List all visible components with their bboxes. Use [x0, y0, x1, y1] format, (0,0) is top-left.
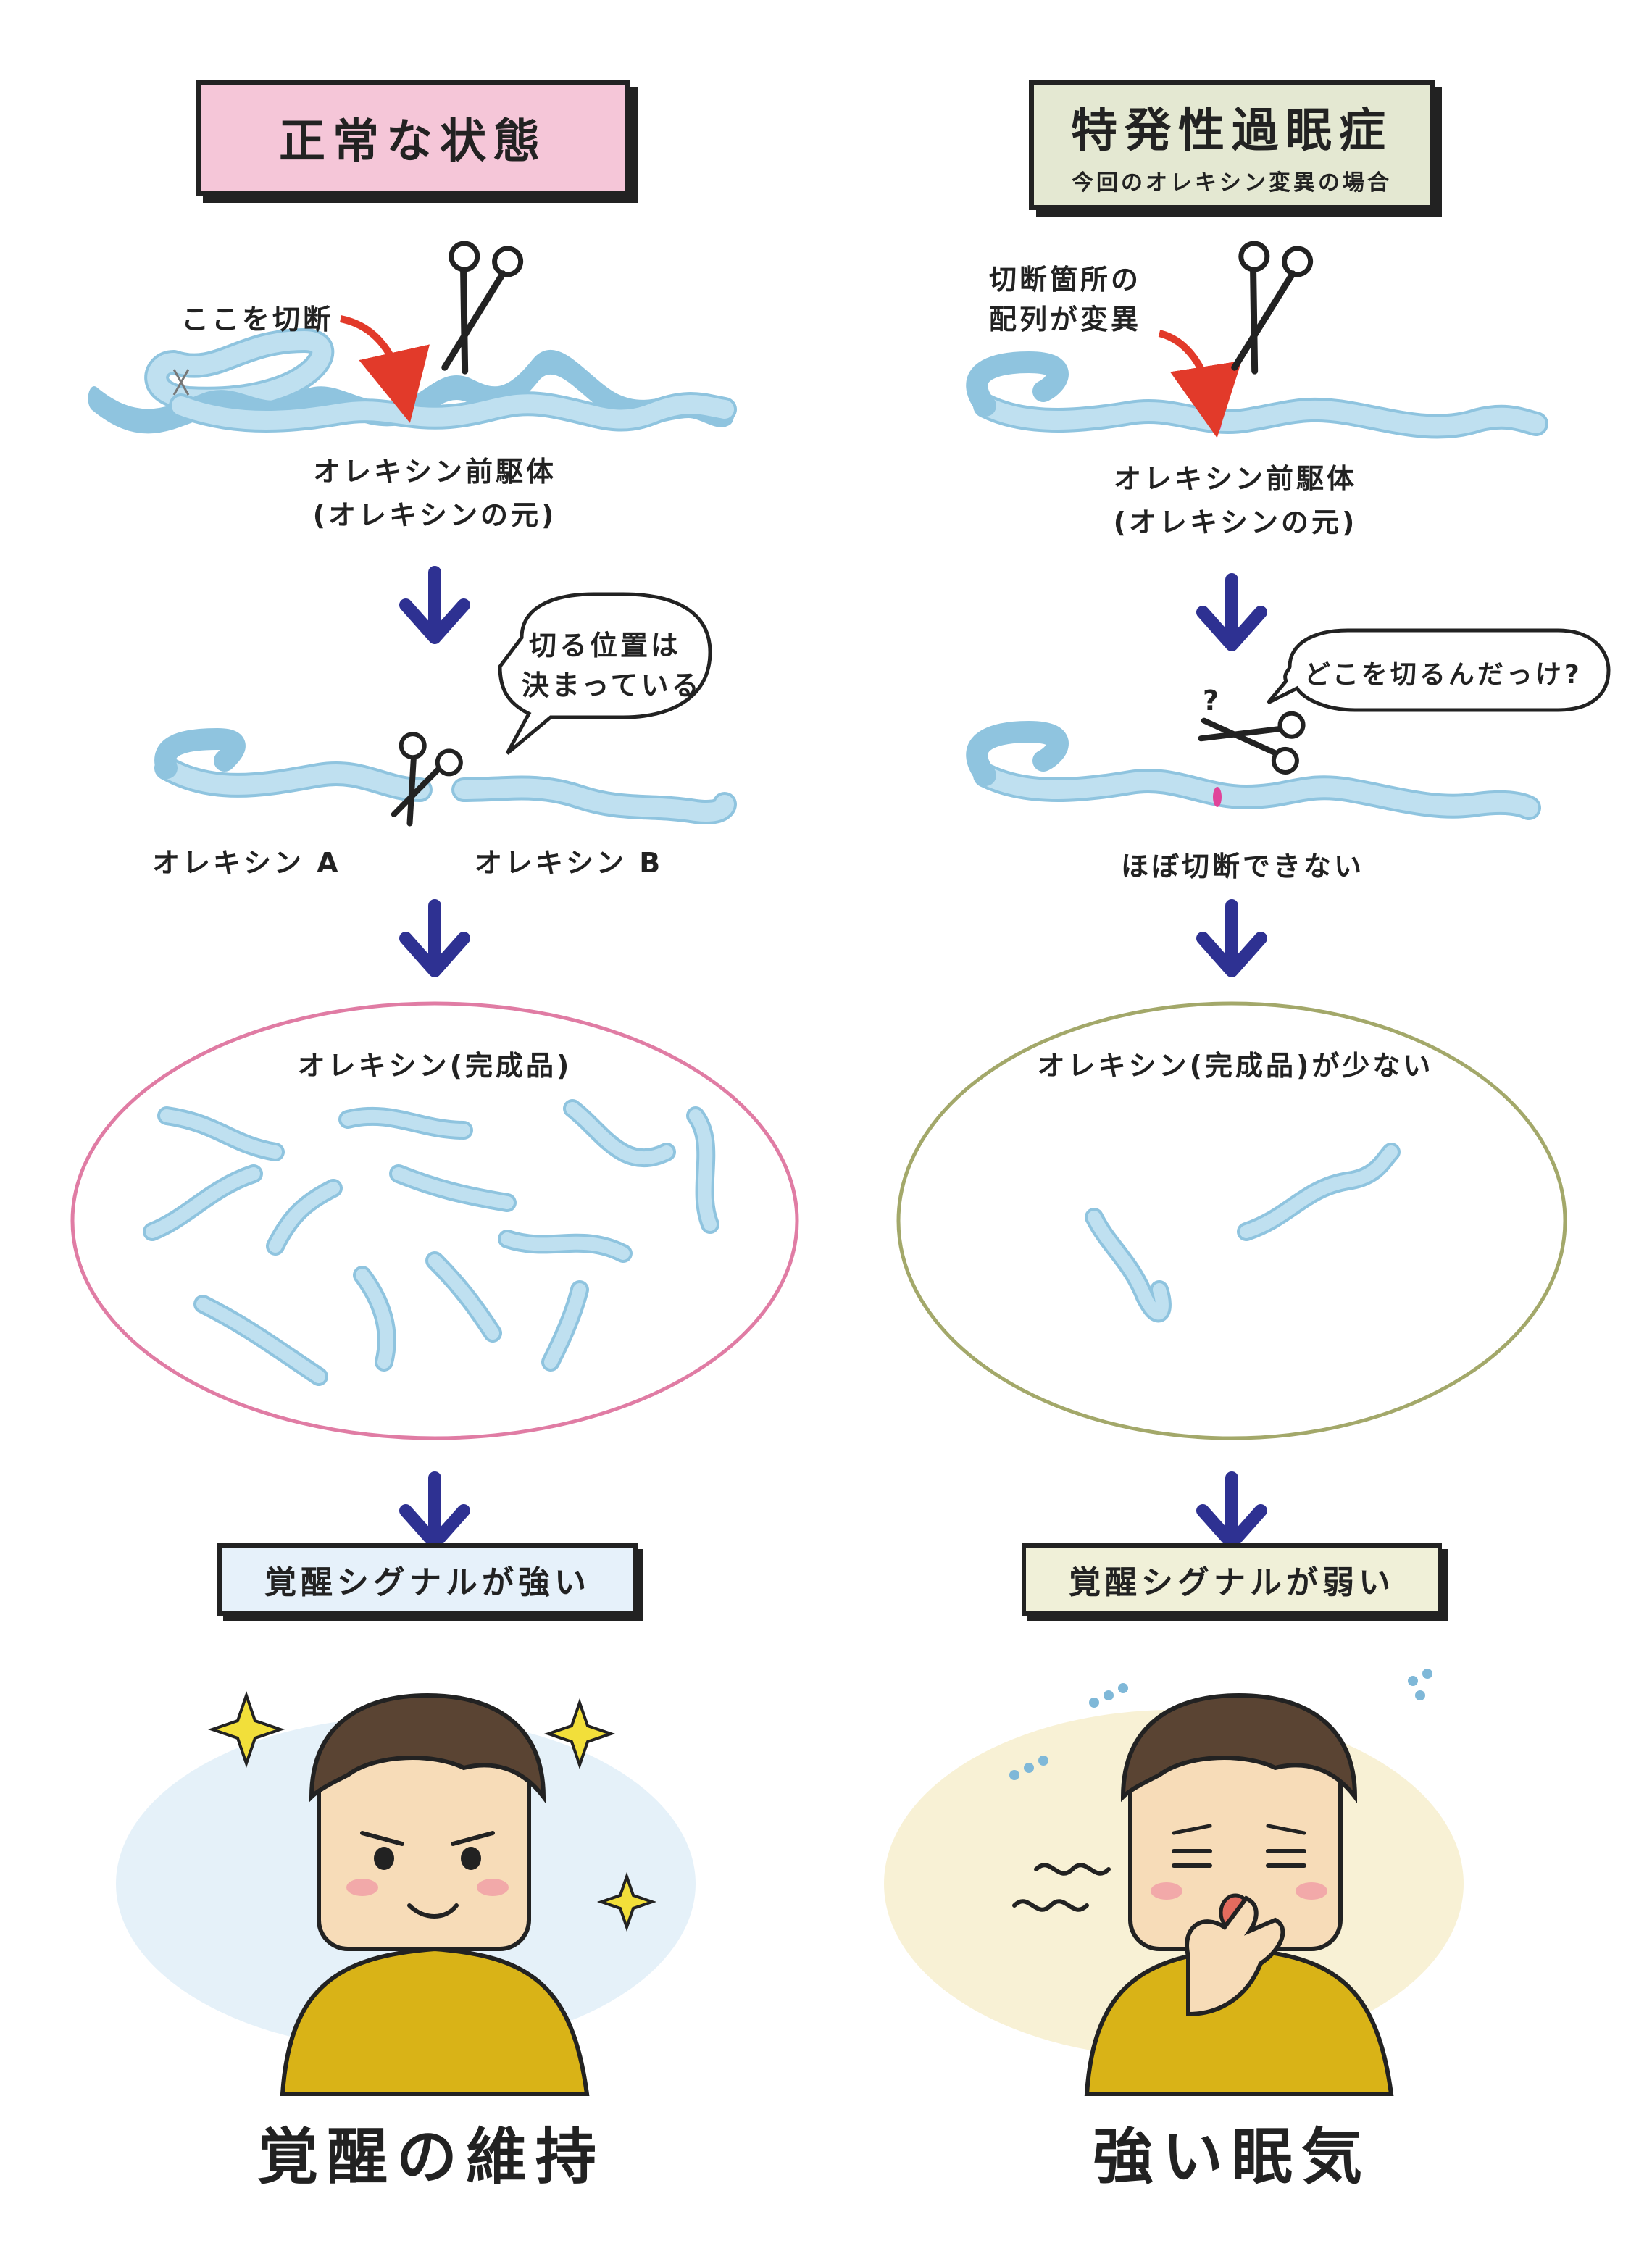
result-left: 覚醒の維持	[256, 2121, 606, 2192]
mutation-site-top	[1213, 412, 1222, 432]
precursor-label-right-1: オレキシン前駆体	[1113, 463, 1358, 495]
awake-boy-illustration	[116, 1692, 696, 2096]
precursor-label-left-2: (オレキシンの元)	[312, 499, 557, 531]
orexin-fragments-right	[1085, 1143, 1401, 1323]
bubble-text-left-1: 切る位置は	[529, 630, 682, 661]
speech-bubble-left	[498, 592, 712, 755]
finished-orexin-label-left: オレキシン(完成品)	[297, 1050, 572, 1082]
mutation-site-uncut	[1213, 787, 1222, 807]
cannot-cut-label: ほぼ切断できない	[1120, 851, 1365, 882]
normal-state-title: 正常な状態	[279, 115, 547, 169]
sleepy-boy-illustration	[884, 1692, 1464, 2096]
down-arrow-left-1	[399, 566, 470, 644]
cut-here-label: ここを切断	[181, 304, 334, 335]
sweat-drops-icon-right	[1009, 1669, 1432, 1780]
orexin-pool-left	[70, 1001, 799, 1440]
bubble-text-right: どこを切るんだっけ?	[1304, 660, 1582, 690]
scissors-icon-left-cutting	[391, 732, 463, 827]
signal-weak-box: 覚醒シグナルが弱い	[1022, 1543, 1442, 1616]
zigzag-icons-right	[1012, 1863, 1111, 1912]
down-arrow-left-3	[399, 1471, 470, 1550]
scissors-icon-right-top	[1231, 241, 1314, 375]
orexin-pool-right	[896, 1001, 1567, 1440]
idiopathic-title-box: 特発性過眠症 今回のオレキシン変異の場合	[1029, 80, 1435, 210]
normal-state-title-box: 正常な状態	[196, 80, 630, 196]
finished-orexin-label-right: オレキシン(完成品)が少ない	[1037, 1050, 1434, 1082]
mutation-label-1: 切断箇所の	[989, 264, 1142, 296]
result-right: 強い眠気	[1092, 2121, 1372, 2192]
scissors-icon-right-confused	[1198, 711, 1306, 775]
precursor-label-left-1: オレキシン前駆体	[312, 456, 557, 488]
down-arrow-right-1	[1196, 573, 1267, 651]
scissors-icon-left-top	[441, 241, 524, 375]
signal-strong-box: 覚醒シグナルが強い	[217, 1543, 638, 1616]
precursor-label-right-2: (オレキシンの元)	[1113, 506, 1358, 538]
speech-bubble-right	[1267, 628, 1611, 712]
mutation-label-2: 配列が変異	[989, 304, 1142, 335]
orexin-fragments-left	[143, 1099, 719, 1386]
orexin-b-label: オレキシン B	[475, 847, 664, 879]
down-arrow-right-2	[1196, 899, 1267, 977]
idiopathic-title: 特発性過眠症	[1071, 104, 1393, 158]
question-mark-label: ?	[1203, 685, 1222, 717]
orexin-a-label: オレキシン A	[152, 847, 341, 879]
signal-strong-label: 覚醒シグナルが強い	[264, 1564, 591, 1601]
sparkle-icon-left	[207, 1690, 657, 1932]
signal-weak-label: 覚醒シグナルが弱い	[1069, 1564, 1395, 1601]
down-arrow-right-3	[1196, 1471, 1267, 1550]
bubble-text-left-2: 決まっている	[522, 669, 702, 701]
cut-pointer-arrow-right	[1158, 330, 1242, 438]
cut-pointer-arrow-left	[339, 315, 430, 423]
idiopathic-subtitle: 今回のオレキシン変異の場合	[1072, 170, 1392, 196]
down-arrow-left-2	[399, 899, 470, 977]
